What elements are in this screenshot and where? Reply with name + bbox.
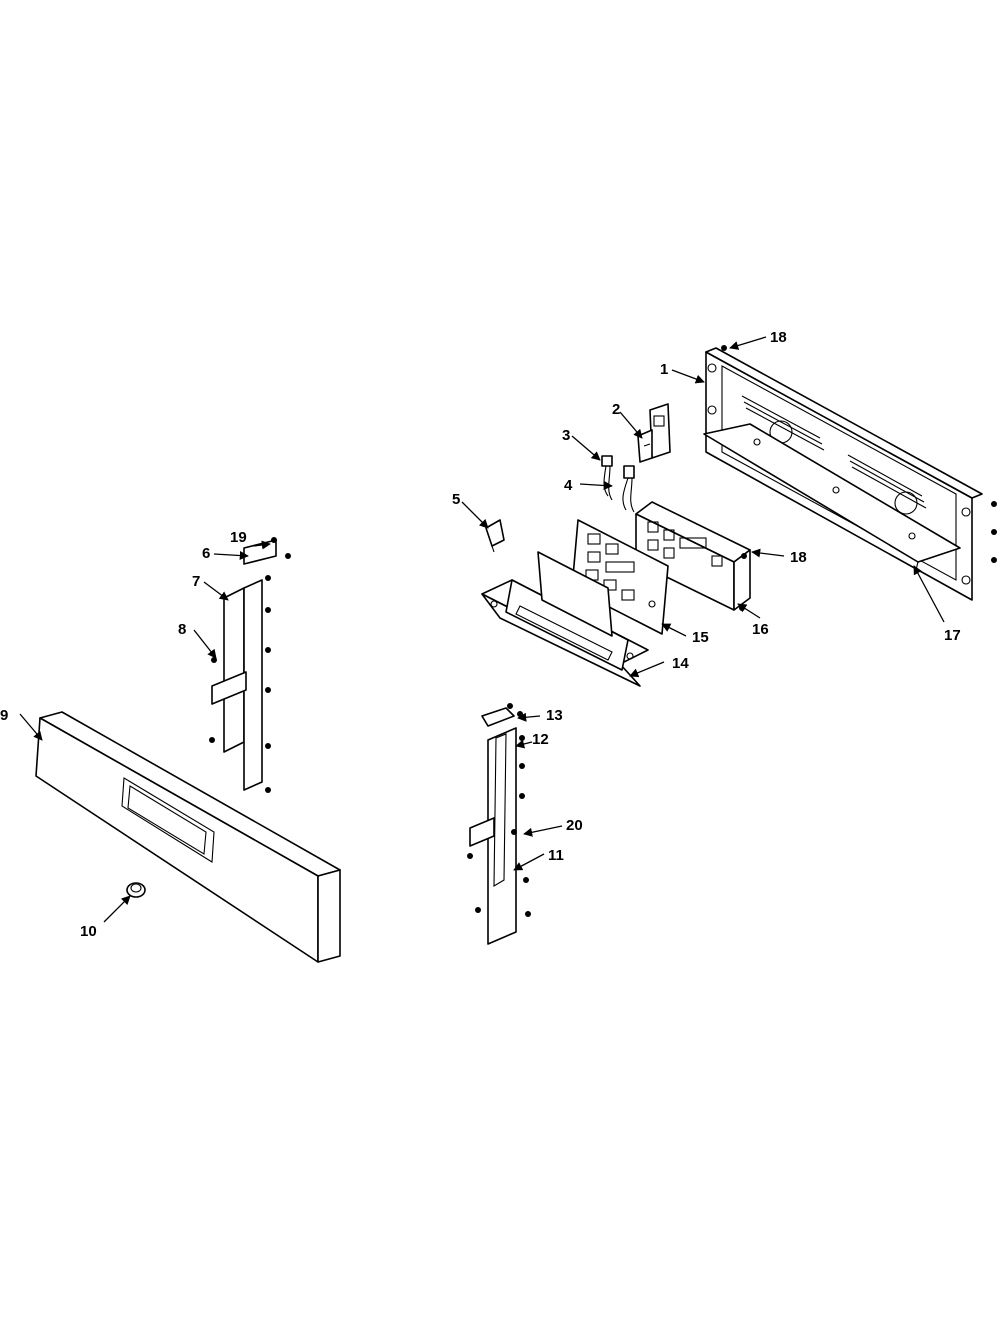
- callout-18-board: 18: [790, 549, 807, 566]
- part-keypad-overlay: [571, 519, 669, 635]
- part-knob: [126, 882, 146, 898]
- callout-12: 12: [532, 731, 549, 748]
- callout-1: 1: [660, 361, 668, 378]
- part-right-side-bracket: [467, 703, 531, 945]
- callout-15: 15: [692, 629, 709, 646]
- callout-17: 17: [944, 627, 961, 644]
- callout-13: 13: [546, 707, 563, 724]
- callout-4: 4: [564, 477, 573, 494]
- part-connector-block: [637, 403, 671, 463]
- callout-20: 20: [566, 817, 583, 834]
- callout-18-top: 18: [770, 329, 787, 346]
- callout-14: 14: [672, 655, 689, 672]
- part-control-panel: [35, 711, 341, 963]
- part-switch: [485, 519, 505, 553]
- callout-10: 10: [80, 923, 97, 940]
- callout-19: 19: [230, 529, 247, 546]
- part-wire-clip-3: [601, 455, 613, 501]
- callout-6: 6: [202, 545, 210, 562]
- part-wire-clip-4: [622, 465, 635, 513]
- part-control-board: [635, 501, 751, 611]
- callout-2: 2: [612, 401, 620, 418]
- callout-8: 8: [178, 621, 186, 638]
- loose-screws: [721, 345, 997, 563]
- callout-11: 11: [548, 847, 564, 864]
- leader-lines: [19, 336, 945, 923]
- callout-3: 3: [562, 427, 570, 444]
- callout-9: 9: [0, 707, 8, 724]
- callout-16: 16: [752, 621, 769, 638]
- part-display-bracket: [481, 551, 649, 687]
- part-left-side-bracket: [209, 537, 291, 793]
- callout-5: 5: [452, 491, 460, 508]
- callout-labels: 1 18 2 3 4 5 18 16 15 14 17 19 6 7 8 9 1…: [0, 329, 961, 940]
- callout-7: 7: [192, 573, 200, 590]
